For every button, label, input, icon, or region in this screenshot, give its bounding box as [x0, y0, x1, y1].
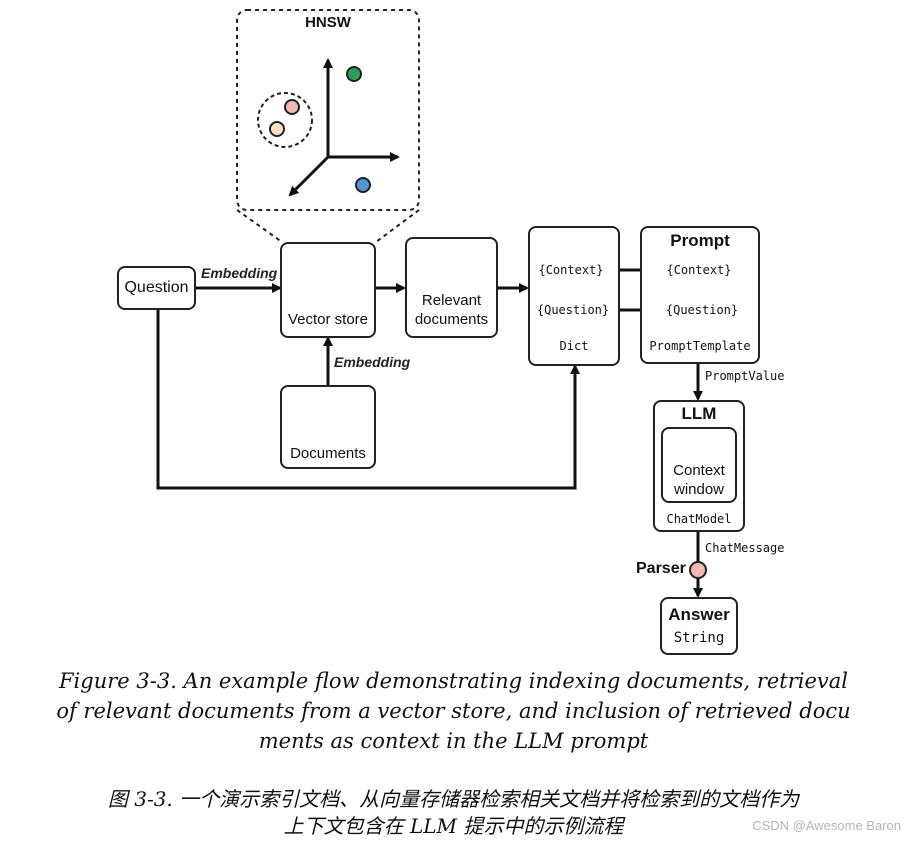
axis-diagonal [288, 155, 330, 197]
question-box [117, 266, 196, 310]
prompt-value-label: PromptValue [705, 369, 785, 383]
vector-store-label: Vector store [287, 311, 369, 328]
vector-point-green [346, 66, 362, 82]
relevant-documents-label-line1: Relevant [421, 292, 482, 309]
llm-title: LLM [681, 404, 717, 423]
answer-box [660, 597, 738, 655]
cluster-boundary [257, 92, 313, 148]
embedding-label-bottom: Embedding [334, 354, 411, 370]
context-window-label-line2: window [673, 481, 725, 498]
relevant-documents-box [405, 237, 498, 338]
vector-point-pink [284, 99, 300, 115]
watermark: CSDN @Awesome Baron [752, 818, 901, 833]
dict-label: Dict [559, 339, 589, 353]
caption-en-line3: ments as context in the LLM prompt [258, 729, 649, 753]
embedding-label-top: Embedding [201, 265, 278, 281]
hnsw-title: HNSW [305, 14, 351, 31]
answer-type-label: String [673, 630, 725, 646]
chat-message-label: ChatMessage [705, 541, 785, 555]
hnsw-panel [236, 9, 420, 243]
vector-point-cream [269, 121, 285, 137]
caption-zh-line2: 上下文包含在 LLM 提示中的示例流程 [283, 814, 624, 838]
context-window-label-line1: Context [673, 462, 725, 479]
parser-node [689, 561, 707, 579]
prompt-title: Prompt [670, 231, 730, 250]
caption-zh-line1: 图 3-3. 一个演示索引文档、从向量存储器检索相关文档并将检索到的文档作为 [107, 787, 800, 811]
relevant-documents-label-line2: documents [414, 311, 489, 328]
vector-store-box [280, 242, 376, 338]
answer-title: Answer [668, 605, 730, 624]
prompt-template-label: PromptTemplate [649, 339, 751, 353]
documents-box [280, 385, 376, 469]
chat-model-label: ChatModel [666, 512, 732, 526]
caption-en-line1: Figure 3-3. An example flow demonstratin… [58, 669, 849, 693]
caption-en-line2: of relevant documents from a vector stor… [56, 699, 851, 723]
context-window-box [661, 427, 737, 503]
question-label: Question [124, 279, 189, 296]
prompt-box [640, 226, 760, 364]
prompt-question-field: {Question} [665, 303, 739, 317]
dict-question-field: {Question} [536, 303, 610, 317]
dict-box [528, 226, 620, 366]
dict-context-field: {Context} [538, 263, 604, 277]
documents-label: Documents [290, 445, 366, 462]
prompt-context-field: {Context} [666, 263, 732, 277]
arrow-question-to-dict [156, 310, 580, 490]
vector-store-icon-glyph: { } [318, 269, 338, 289]
vector-point-blue [355, 177, 371, 193]
parser-label: Parser [636, 560, 686, 577]
